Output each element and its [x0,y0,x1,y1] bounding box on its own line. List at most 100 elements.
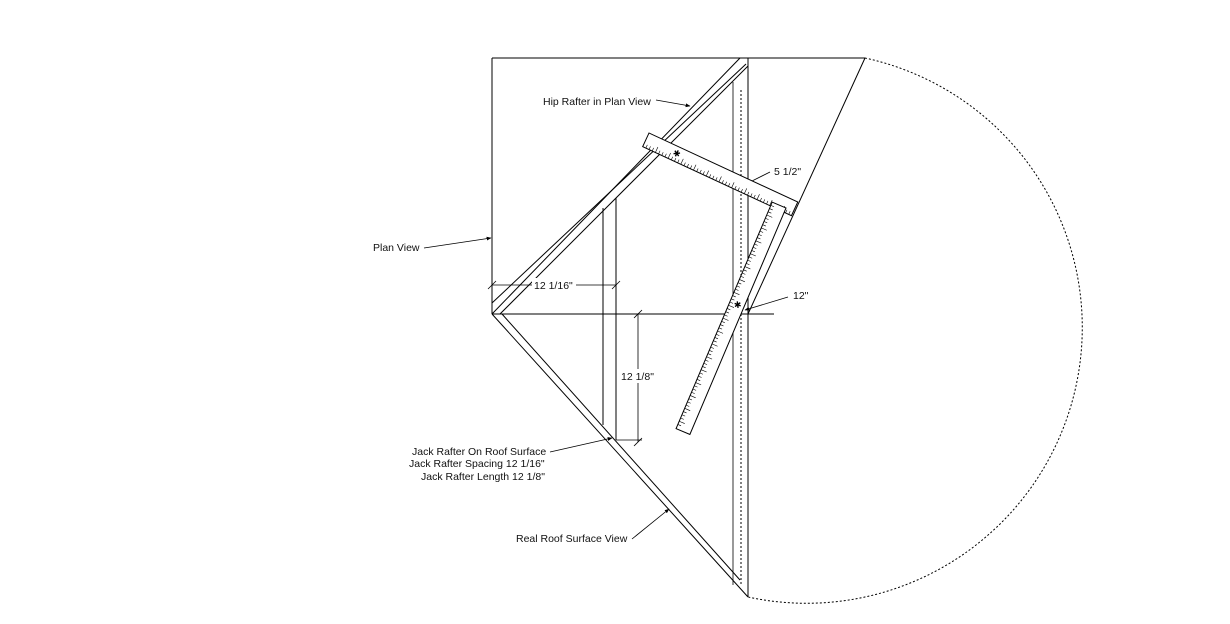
ruler-tick [720,324,724,327]
ruler-tick [729,301,734,304]
ruler-tick [718,176,722,183]
ruler-tick [711,343,718,347]
ruler-tick [763,199,766,203]
ruler-tick [677,159,680,163]
real-roof-surface [491,313,749,598]
ruler-tick [648,146,651,150]
ruler-tick [683,162,686,166]
ruler-tick [692,388,697,391]
ruler-tick [752,246,757,249]
rotation-arc [747,57,1083,604]
ruler-tick [696,379,701,381]
ruler-tick [685,404,690,407]
ruler-tick [747,259,751,262]
ruler-tick [721,180,724,184]
ruler-tick [709,350,713,352]
length-dimension-label: 12 1/8" [621,371,654,383]
ruler-tick [702,366,706,369]
ruler-tick [766,200,769,205]
ruler-tick [766,214,773,218]
ruler-tick [767,211,772,214]
svg-text:✱: ✱ [731,299,743,310]
ruler-tick [734,186,737,190]
ruler-tick [717,330,724,334]
ruler-tick [747,191,750,196]
ruler-tick [707,353,712,356]
ruler-tick [721,321,725,323]
ruler-tick [690,165,693,169]
ruler-tick [667,152,671,159]
ruler-tick [713,340,717,343]
ruler-tick [698,375,702,378]
real-roof-label: Real Roof Surface View [516,533,628,545]
ruler-tick [756,194,760,200]
ruler-tick [744,266,751,270]
ruler-tick [658,150,661,155]
spacing-dimension-label: 12 1/16" [534,280,573,292]
ruler-tick [726,308,731,311]
ruler-tick [688,398,693,401]
ruler-tick [690,395,696,399]
ruler-tick [716,333,720,336]
ruler-tick [758,234,762,237]
ruler-tick [739,279,746,283]
ruler-tick [762,224,766,227]
ruler-tick [755,240,762,244]
ruler-tick [725,311,730,314]
ruler-tick [705,359,709,362]
ruler-tick [724,314,728,317]
ruler-tick [677,424,682,427]
ruler-tick [737,187,740,191]
ruler-tick [681,414,686,417]
ruler-tick [728,304,735,308]
ruler-tick [661,152,664,156]
ruler-tick [740,275,745,278]
ruler-tick [705,170,709,177]
ruler-tick [702,171,705,175]
ruler-tick [645,144,648,149]
ruler-tick [759,230,764,233]
hip-rafter-callout: Hip Rafter in Plan View [543,96,691,108]
ruler-tick [741,272,746,275]
ruler-tick [743,269,747,272]
hip-rafter-plan [491,57,749,315]
ruler-tick [693,164,697,171]
ruler-tick [670,156,674,160]
jack-spacing-label: Jack Rafter Spacing 12 1/16" [409,458,545,470]
ruler-tick [728,183,731,187]
framing-square-tongue: ✱ [642,132,799,217]
ruler-tick [748,256,753,259]
ruler-tick [680,417,684,420]
jack-rafter [602,198,617,440]
ruler-tick [715,177,718,181]
length-dimension: 12 1/8" [616,309,657,447]
ruler-tick [700,369,707,373]
ruler-tick [757,237,761,240]
jack-rafter-label: Jack Rafter On Roof Surface [412,446,546,458]
ruler-tick [761,227,767,231]
real-roof-callout: Real Roof Surface View [516,508,670,545]
ruler-tick [696,168,699,172]
rotation-line [747,57,866,315]
hip-rafter-label: Hip Rafter in Plan View [543,96,651,108]
ruler-tick [718,327,723,330]
ruler-tick [763,221,768,224]
ruler-tick [706,356,713,360]
ruler-tick [710,346,714,349]
ruler-tick [746,263,750,265]
ruler-tick [674,158,677,162]
ruler-tick [765,217,769,220]
ruler-tick [722,317,729,321]
ruler-tick [731,298,735,301]
framing-square-blade: ✱ [675,201,787,436]
ruler-tick [683,411,687,414]
ruler-tick [759,197,762,202]
ruler-tick [714,337,719,340]
ruler-tick [753,194,756,199]
ruler-tick [769,208,773,211]
ruler-tick [694,385,698,388]
ruler-tick [744,188,748,194]
ruler-tick [691,391,695,394]
ruler-tick [709,174,712,178]
